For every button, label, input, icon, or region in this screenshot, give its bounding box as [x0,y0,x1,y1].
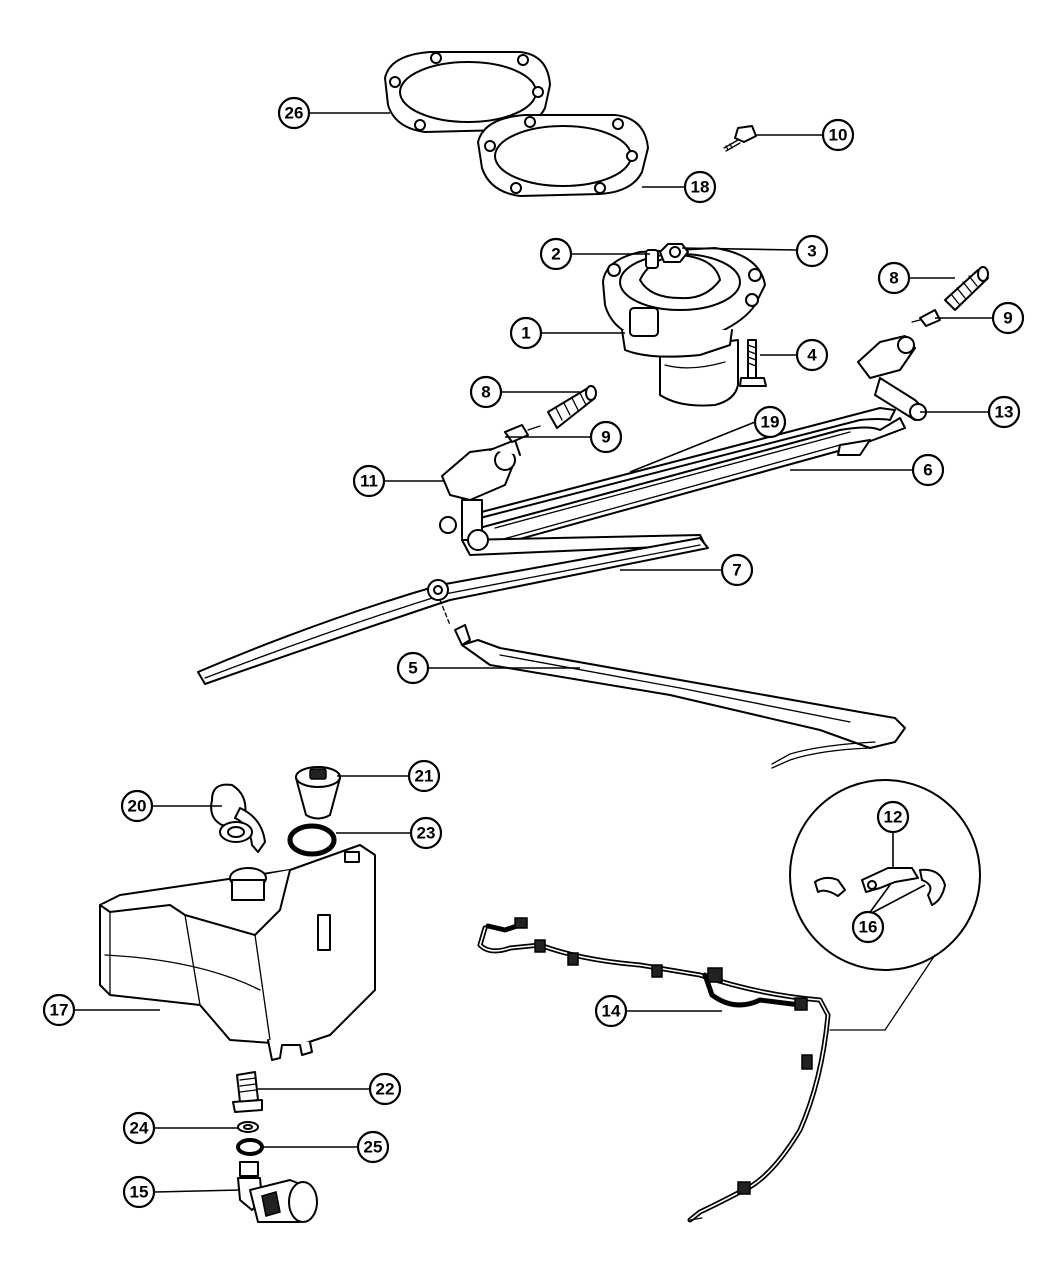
callout-26-label: 26 [285,104,304,123]
callout-9-right: 9 [991,301,1025,335]
callout-12: 12 [876,800,910,834]
callout-5-label: 5 [408,659,417,678]
callout-17-label: 17 [50,1001,69,1020]
callout-19-label: 19 [761,413,780,432]
callout-15: 15 [122,1175,156,1209]
callout-16-label: 16 [859,918,878,937]
callout-13: 13 [987,395,1021,429]
callout-9-left: 9 [589,420,623,454]
wiper-motor-1 [602,243,766,407]
callout-3: 3 [795,234,829,268]
pivot-11 [439,439,521,551]
plug-8-right [944,266,989,311]
detail-circle [789,779,981,1031]
callout-2-label: 2 [551,245,560,264]
callout-24-label: 24 [130,1119,149,1138]
callout-16: 16 [851,910,885,944]
grommet-22 [232,1071,263,1113]
nipple-9-right [911,309,941,327]
cap-21 [295,766,341,820]
washer-25 [236,1138,264,1156]
callout-20: 20 [120,789,154,823]
callout-8-left-label: 8 [481,383,490,402]
callout-1: 1 [509,316,543,350]
callout-9-right-label: 9 [1003,309,1012,328]
callout-21: 21 [407,759,441,793]
wiper-blade-7 [197,537,709,685]
callout-10-label: 10 [829,126,848,145]
washer-pump-15 [237,1161,318,1223]
callout-25-label: 25 [364,1138,383,1157]
o-ring-23 [287,823,337,857]
callout-1-label: 1 [521,324,530,343]
callout-6-label: 6 [923,461,932,480]
callout-22-label: 22 [376,1080,395,1099]
callout-19: 19 [753,405,787,439]
callout-18: 18 [683,170,717,204]
callout-11: 11 [352,464,386,498]
wiper-arm-5 [439,599,906,769]
gasket-18 [477,114,649,197]
callout-24: 24 [122,1111,156,1145]
callout-13-label: 13 [995,403,1014,422]
callout-23-label: 23 [417,824,436,843]
callout-18-label: 18 [691,178,710,197]
bolt-4 [739,339,767,387]
callout-15-label: 15 [130,1183,149,1202]
callout-8-left: 8 [469,375,503,409]
callout-5: 5 [396,651,430,685]
callout-8-right-label: 8 [889,269,898,288]
callout-12-label: 12 [884,808,903,827]
plug-8-left [547,385,597,429]
wiring-harness-14 [477,917,831,1223]
callout-21-label: 21 [415,767,434,786]
nipple-9-left [504,424,541,443]
callout-4-label: 4 [807,346,817,365]
cap-20 [210,783,266,853]
callout-11-label: 11 [360,472,378,491]
leader-lines [75,112,1004,1193]
callout-3-label: 3 [807,242,816,261]
callout-23: 23 [409,816,443,850]
callout-4: 4 [795,338,829,372]
callout-8-right: 8 [877,261,911,295]
wiper-linkage-6 [461,407,906,556]
washer-24 [237,1121,259,1133]
callout-22: 22 [368,1072,402,1106]
callout-14: 14 [594,994,628,1028]
callout-25: 25 [356,1130,390,1164]
callout-14-label: 14 [602,1002,621,1021]
callout-17: 17 [42,993,76,1027]
callout-6: 6 [911,453,945,487]
callout-2: 2 [539,237,573,271]
callout-10: 10 [821,118,855,152]
washer-reservoir-17 [99,844,376,1061]
callout-9-left-label: 9 [601,428,610,447]
pivot-13 [857,335,927,421]
screw-10 [723,125,757,152]
callout-20-label: 20 [128,797,147,816]
callout-26: 26 [277,96,311,130]
callout-7: 7 [720,553,754,587]
callout-7-label: 7 [732,561,741,580]
